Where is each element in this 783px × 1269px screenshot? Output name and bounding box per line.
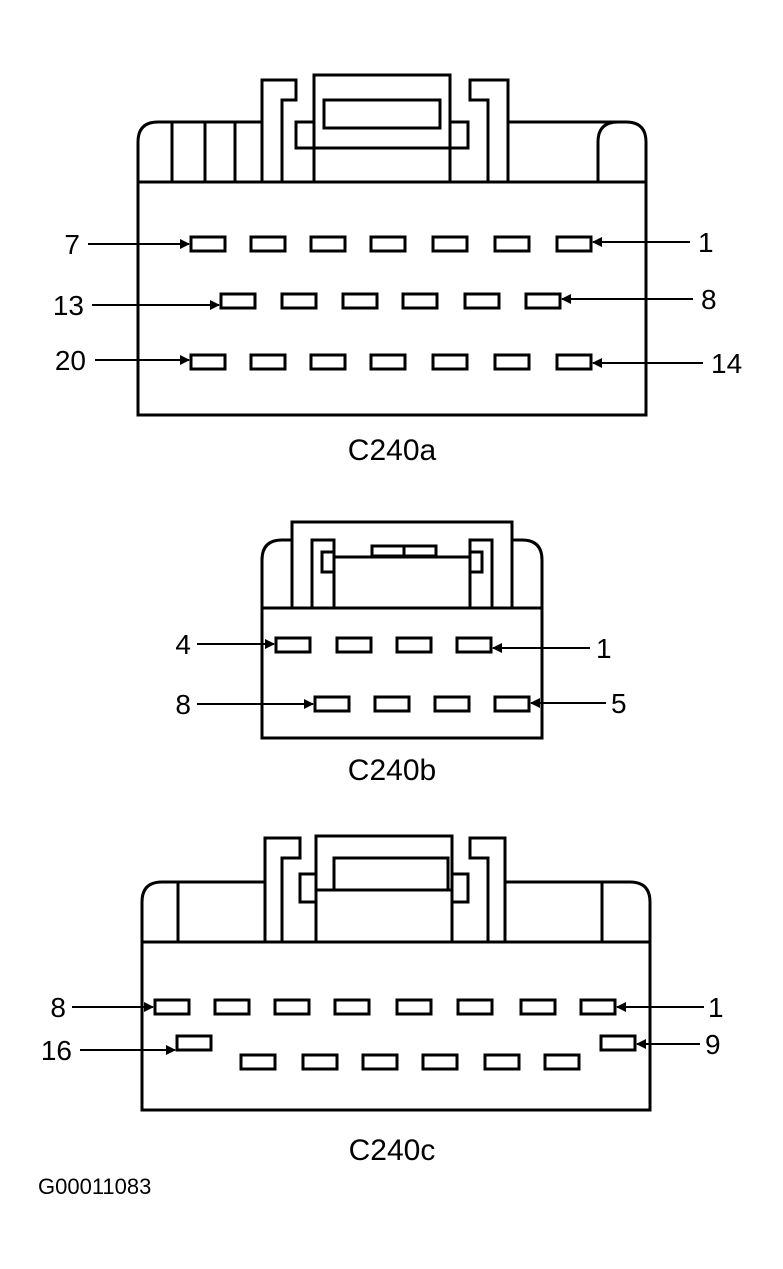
pin-cavity bbox=[301, 1053, 339, 1071]
c240a-corner bbox=[596, 120, 619, 182]
connector-c240b: 4 1 8 5 C240b bbox=[175, 520, 627, 787]
c240c-body bbox=[140, 940, 652, 1112]
pin-cavity bbox=[335, 636, 373, 654]
c240a-housing-top bbox=[136, 120, 648, 184]
pin-number-label: 9 bbox=[705, 1029, 721, 1060]
pin-cavity bbox=[273, 998, 311, 1016]
pin-number-label: 1 bbox=[698, 227, 714, 258]
pin-cavity bbox=[493, 235, 531, 253]
c240a-latch bbox=[260, 73, 510, 182]
c240b-latch bbox=[290, 520, 514, 608]
c240c-latch-tab bbox=[298, 872, 318, 904]
connector-c240c: 8 1 16 9 C240c bbox=[41, 834, 724, 1167]
pin-number-label: 4 bbox=[175, 629, 191, 660]
pin-cavity bbox=[280, 292, 318, 310]
pin-cavity bbox=[369, 235, 407, 253]
pin-number-label: 5 bbox=[611, 688, 627, 719]
c240b-latch-tab bbox=[320, 550, 336, 574]
pin-cavity bbox=[361, 1053, 399, 1071]
pin-cavity bbox=[555, 235, 593, 253]
pin-number-label: 7 bbox=[64, 229, 80, 260]
pin-cavity bbox=[313, 695, 351, 713]
pin-cavity bbox=[543, 1053, 581, 1071]
pin-cavity bbox=[493, 353, 531, 371]
pin-cavity bbox=[189, 235, 227, 253]
pin-cavity bbox=[456, 998, 494, 1016]
pin-cavity bbox=[463, 292, 501, 310]
pin-cavity bbox=[401, 292, 439, 310]
pin-cavity bbox=[153, 998, 191, 1016]
c240b-pins bbox=[274, 636, 531, 713]
pin-cavity bbox=[189, 353, 227, 371]
pin-cavity bbox=[309, 235, 347, 253]
pin-cavity bbox=[369, 353, 407, 371]
c240a-pins bbox=[189, 235, 593, 371]
pin-cavity bbox=[213, 998, 251, 1016]
c240c-label: C240c bbox=[349, 1134, 436, 1167]
pin-cavity bbox=[341, 292, 379, 310]
pin-cavity bbox=[249, 235, 287, 253]
c240c-arrows: 8 1 16 9 bbox=[41, 992, 724, 1066]
pin-cavity bbox=[395, 998, 433, 1016]
pin-cavity bbox=[524, 292, 562, 310]
pin-cavity bbox=[309, 353, 347, 371]
c240c-latch bbox=[263, 834, 507, 942]
pin-number-label: 8 bbox=[50, 992, 66, 1023]
pin-cavity bbox=[493, 695, 531, 713]
pin-number-label: 1 bbox=[596, 633, 612, 664]
pin-number-label: 13 bbox=[53, 290, 84, 321]
pin-cavity bbox=[519, 998, 557, 1016]
pin-cavity bbox=[579, 998, 617, 1016]
pin-number-label: 16 bbox=[41, 1035, 72, 1066]
c240c-housing-top bbox=[140, 880, 652, 942]
c240b-body bbox=[260, 606, 544, 740]
pin-cavity bbox=[239, 1053, 277, 1071]
c240a-latch-tab bbox=[294, 120, 316, 150]
pin-cavity bbox=[219, 292, 257, 310]
c240a-label: C240a bbox=[348, 434, 437, 467]
pin-cavity bbox=[483, 1053, 521, 1071]
pin-number-label: 20 bbox=[55, 345, 86, 376]
c240b-label: C240b bbox=[348, 754, 436, 787]
pin-cavity bbox=[333, 998, 371, 1016]
pin-cavity bbox=[421, 1053, 459, 1071]
pin-cavity bbox=[373, 695, 411, 713]
c240b-latch-tab bbox=[468, 550, 484, 574]
c240b-housing-top bbox=[260, 538, 544, 608]
pin-cavity bbox=[455, 636, 493, 654]
figure-id: G00011083 bbox=[38, 1174, 151, 1199]
c240b-arrows: 4 1 8 5 bbox=[175, 629, 626, 720]
pin-cavity bbox=[249, 353, 287, 371]
pin-number-label: 8 bbox=[175, 689, 191, 720]
pin-number-label: 1 bbox=[708, 992, 724, 1023]
pin-cavity bbox=[599, 1034, 637, 1052]
pin-cavity bbox=[433, 695, 471, 713]
pin-cavity bbox=[395, 636, 433, 654]
c240c-pins bbox=[153, 998, 637, 1071]
pin-cavity bbox=[274, 636, 312, 654]
connector-c240a: 7 1 13 8 20 14 C240a bbox=[53, 73, 742, 467]
c240a-arrows: 7 1 13 8 20 14 bbox=[53, 227, 742, 379]
pin-cavity bbox=[175, 1034, 213, 1052]
pin-cavity bbox=[431, 353, 469, 371]
c240c-latch-tab bbox=[450, 872, 470, 904]
c240a-latch-tab bbox=[448, 120, 470, 150]
pin-cavity bbox=[431, 235, 469, 253]
pin-cavity bbox=[555, 353, 593, 371]
pin-number-label: 14 bbox=[711, 348, 742, 379]
pin-number-label: 8 bbox=[701, 284, 717, 315]
